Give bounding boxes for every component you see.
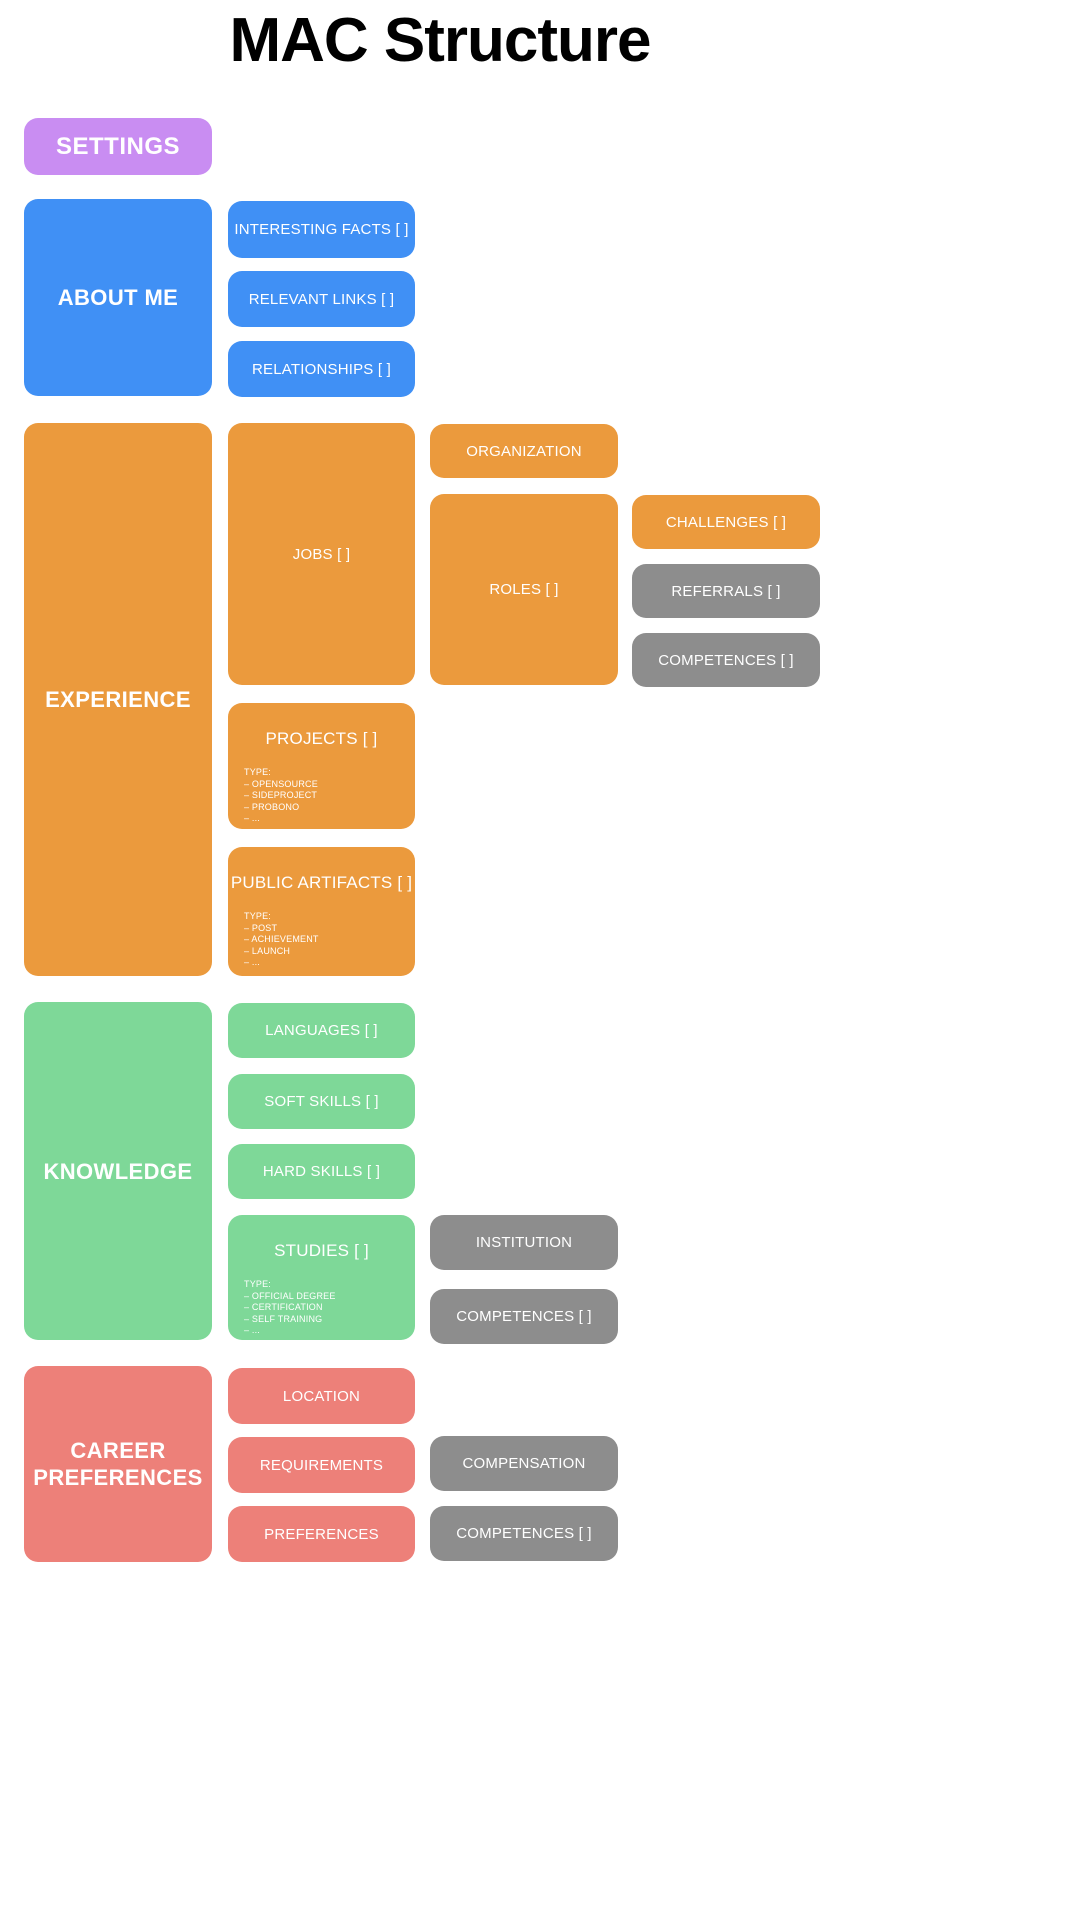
knowledge-institution-label: INSTITUTION (475, 1234, 573, 1251)
career-compensation[interactable]: COMPENSATION (430, 1436, 618, 1491)
career-preferences-item-label: PREFERENCES (264, 1525, 379, 1543)
career-competences-label: COMPETENCES [ ] (456, 1525, 592, 1542)
career-competences[interactable]: COMPETENCES [ ] (430, 1506, 618, 1561)
projects-type-item: – PROBONO (244, 801, 300, 812)
experience-public-artifacts-label: PUBLIC ARTIFACTS [ ] (230, 873, 413, 892)
knowledge-hard-skills[interactable]: HARD SKILLS [ ] (228, 1144, 415, 1199)
knowledge-competences-label: COMPETENCES [ ] (456, 1308, 592, 1325)
about-me-relevant-links[interactable]: RELEVANT LINKS [ ] (228, 271, 415, 327)
career-preferences-item[interactable]: PREFERENCES (228, 1506, 415, 1562)
about-me-relationships[interactable]: RELATIONSHIPS [ ] (228, 341, 415, 397)
knowledge-studies-label: STUDIES [ ] (274, 1241, 369, 1260)
career-location-label: LOCATION (282, 1387, 361, 1405)
experience-public-artifacts-types: TYPE: – POST – ACHIEVEMENT – LAUNCH – ..… (244, 911, 415, 969)
knowledge-languages[interactable]: LANGUAGES [ ] (228, 1003, 415, 1058)
knowledge-studies[interactable]: STUDIES [ ] TYPE: – OFFICIAL DEGREE – CE… (228, 1215, 415, 1340)
knowledge-institution[interactable]: INSTITUTION (430, 1215, 618, 1270)
career-preferences-label-line2: PREFERENCES (33, 1465, 203, 1490)
public-artifacts-type-item: – LAUNCH (244, 945, 291, 956)
projects-type-item: – SIDEPROJECT (244, 790, 318, 800)
experience-organization[interactable]: ORGANIZATION (430, 424, 618, 478)
public-artifacts-type-item: – ACHIEVEMENT (244, 934, 319, 944)
experience-competences-label: COMPETENCES [ ] (658, 651, 794, 669)
public-artifacts-type-item: – POST (244, 922, 278, 933)
experience-jobs[interactable]: JOBS [ ] (228, 423, 415, 685)
experience-referrals-label: REFERRALS [ ] (671, 582, 781, 600)
experience-jobs-label: JOBS [ ] (292, 545, 351, 563)
career-preferences-label-line1: CAREER (70, 1438, 166, 1463)
knowledge-soft-skills[interactable]: SOFT SKILLS [ ] (228, 1074, 415, 1129)
knowledge-competences[interactable]: COMPETENCES [ ] (430, 1289, 618, 1344)
experience-challenges[interactable]: CHALLENGES [ ] (632, 495, 820, 549)
experience-organization-label: ORGANIZATION (466, 442, 582, 460)
category-about-me[interactable]: ABOUT ME (24, 199, 212, 396)
knowledge-soft-skills-label: SOFT SKILLS [ ] (264, 1093, 379, 1110)
page-title: MAC Structure (229, 6, 651, 75)
category-experience[interactable]: EXPERIENCE (24, 423, 212, 976)
experience-roles-label: ROLES [ ] (489, 581, 559, 598)
studies-type-item: – SELF TRAINING (244, 1313, 323, 1324)
career-requirements[interactable]: REQUIREMENTS (228, 1437, 415, 1493)
category-knowledge[interactable]: KNOWLEDGE (24, 1002, 212, 1340)
career-location[interactable]: LOCATION (228, 1368, 415, 1424)
about-me-relationships-label: RELATIONSHIPS [ ] (252, 360, 391, 378)
experience-projects-label: PROJECTS [ ] (265, 729, 378, 748)
career-compensation-label: COMPENSATION (462, 1455, 586, 1472)
experience-competences[interactable]: COMPETENCES [ ] (632, 633, 820, 687)
studies-type-item: – CERTIFICATION (244, 1302, 323, 1312)
knowledge-label: KNOWLEDGE (43, 1158, 193, 1184)
experience-projects[interactable]: PROJECTS [ ] TYPE: – OPENSOURCE – SIDEPR… (228, 703, 415, 829)
experience-referrals[interactable]: REFERRALS [ ] (632, 564, 820, 618)
studies-type-item: – ... (244, 1325, 261, 1335)
settings-label: SETTINGS (55, 133, 180, 160)
about-me-interesting-facts-label: INTERESTING FACTS [ ] (234, 221, 409, 238)
settings-block[interactable]: SETTINGS (24, 118, 212, 175)
projects-type-heading: TYPE: (244, 767, 272, 777)
experience-public-artifacts[interactable]: PUBLIC ARTIFACTS [ ] TYPE: – POST – ACHI… (228, 847, 415, 976)
about-me-label: ABOUT ME (57, 285, 179, 310)
experience-roles[interactable]: ROLES [ ] (430, 494, 618, 685)
experience-projects-types: TYPE: – OPENSOURCE – SIDEPROJECT – PROBO… (244, 767, 415, 825)
projects-type-item: – ... (244, 813, 261, 823)
knowledge-hard-skills-label: HARD SKILLS [ ] (262, 1163, 381, 1180)
knowledge-studies-types: TYPE: – OFFICIAL DEGREE – CERTIFICATION … (244, 1279, 415, 1337)
knowledge-languages-label: LANGUAGES [ ] (265, 1022, 378, 1039)
experience-challenges-label: CHALLENGES [ ] (665, 513, 787, 531)
studies-type-heading: TYPE: (244, 1279, 272, 1289)
public-artifacts-type-heading: TYPE: (244, 911, 272, 921)
studies-type-item: – OFFICIAL DEGREE (244, 1290, 336, 1301)
about-me-interesting-facts[interactable]: INTERESTING FACTS [ ] (228, 201, 415, 258)
projects-type-item: – OPENSOURCE (244, 778, 318, 789)
category-career-preferences[interactable]: CAREER PREFERENCES (24, 1366, 212, 1562)
public-artifacts-type-item: – ... (244, 957, 261, 967)
experience-label: EXPERIENCE (45, 687, 191, 712)
career-requirements-label: REQUIREMENTS (259, 1456, 384, 1474)
about-me-relevant-links-label: RELEVANT LINKS [ ] (248, 290, 395, 308)
